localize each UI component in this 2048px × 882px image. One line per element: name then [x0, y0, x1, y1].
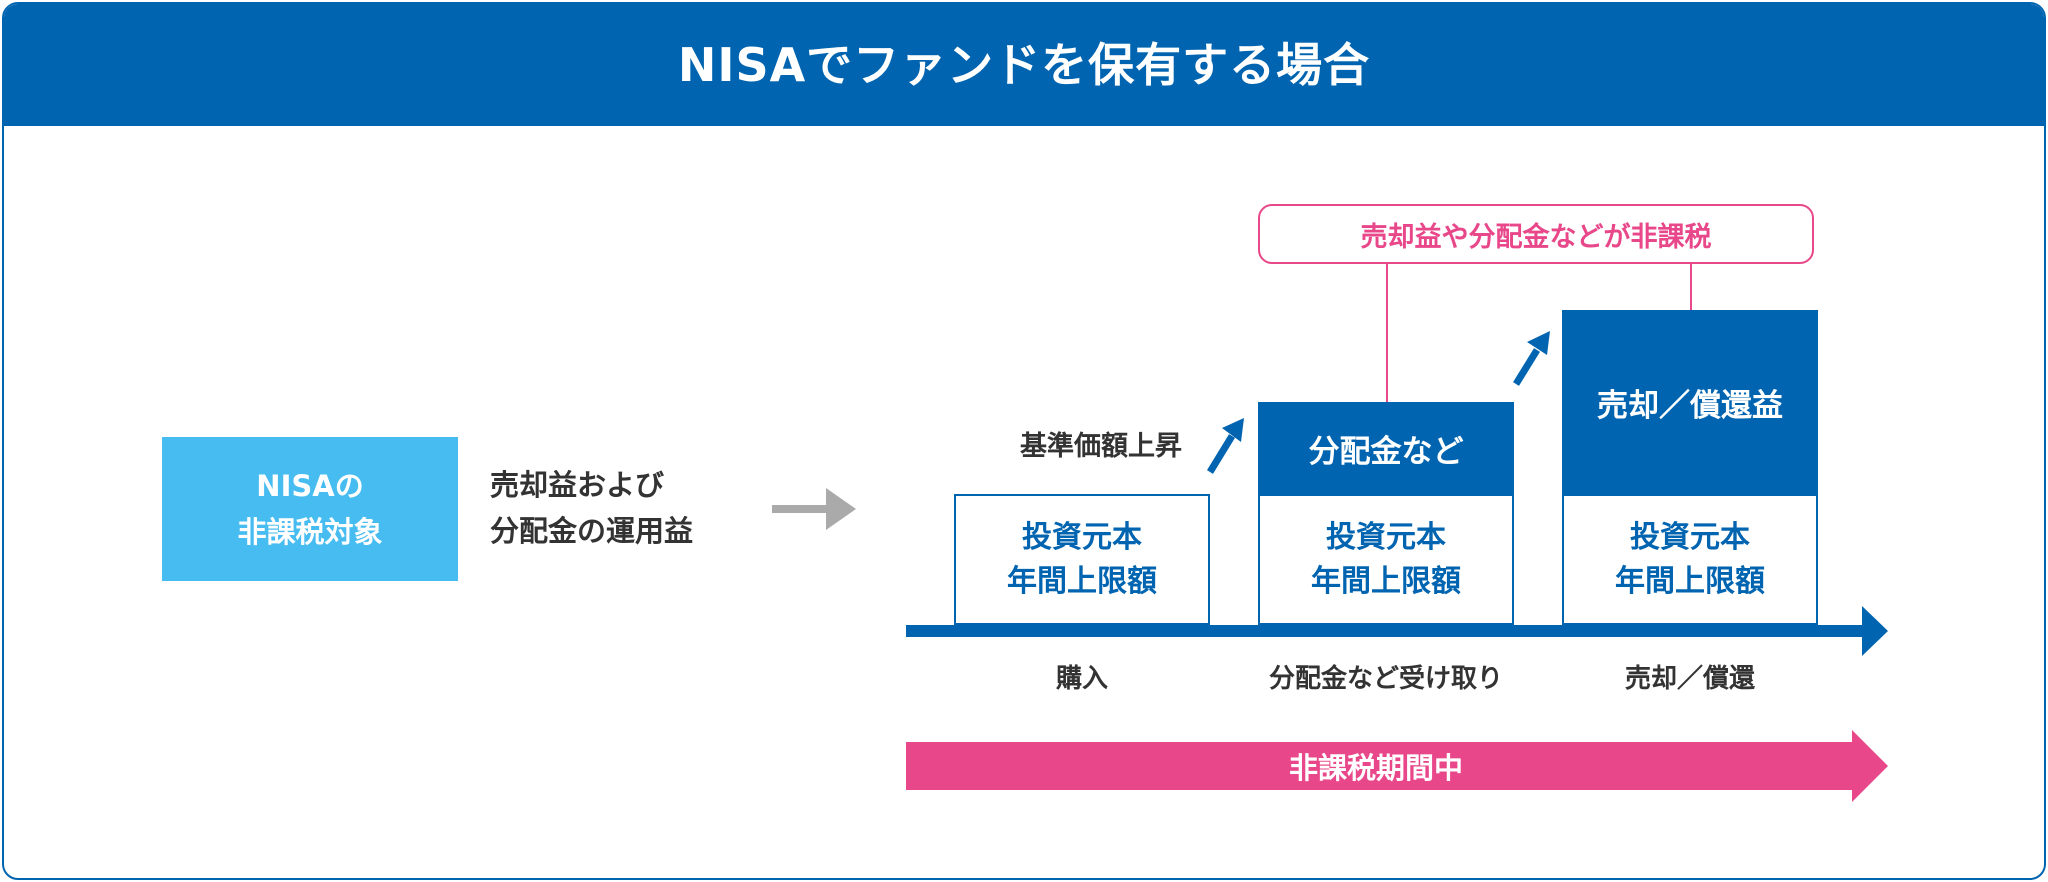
target-description: 売却益および 分配金の運用益: [490, 462, 693, 554]
target-desc-line-2: 分配金の運用益: [490, 514, 694, 548]
step-3-gain-box: 売却／償還益: [1562, 310, 1818, 494]
step-2-principal-line-1: 投資元本: [1326, 519, 1446, 555]
target-line-2: 非課税対象: [237, 515, 383, 549]
rise-arrow-2-icon: [1513, 331, 1550, 386]
tax-free-period-arrow: [906, 730, 1888, 802]
step-3-label: 売却／償還: [1624, 663, 1755, 694]
header-bar: NISAでファンドを保有する場合: [4, 4, 2044, 126]
step-1-label: 購入: [1055, 663, 1108, 694]
page-title: NISAでファンドを保有する場合: [677, 38, 1371, 92]
step-1-principal-line-1: 投資元本: [1022, 519, 1142, 555]
timeline-arrow: [906, 606, 1888, 656]
step-2-principal-line-2: 年間上限額: [1311, 563, 1461, 599]
gray-arrow-icon: [772, 488, 856, 530]
step-3-principal-box: 投資元本 年間上限額: [1562, 494, 1818, 625]
step-3-gain-label: 売却／償還益: [1597, 387, 1783, 424]
nisa-target-box: NISAの 非課税対象: [162, 437, 458, 581]
step-2-label: 分配金など受け取り: [1268, 663, 1503, 694]
step-2-principal-box: 投資元本 年間上限額: [1258, 494, 1514, 625]
step-3-principal-line-2: 年間上限額: [1615, 563, 1765, 599]
target-desc-line-1: 売却益および: [490, 468, 665, 502]
rise-arrow-1-icon: [1207, 418, 1244, 474]
step-2-gain-label: 分配金など: [1308, 433, 1464, 470]
target-line-1: NISAの: [256, 469, 364, 503]
step-1-principal-line-2: 年間上限額: [1007, 563, 1157, 599]
step-3-principal-line-1: 投資元本: [1630, 519, 1750, 555]
tax-free-callout: 売却益や分配金などが非課税: [1258, 204, 1814, 264]
rise-label: 基準価額上昇: [1020, 431, 1182, 462]
step-1-principal-box: 投資元本 年間上限額: [954, 494, 1210, 625]
tax-free-period-label: 非課税期間中: [1288, 751, 1463, 785]
step-2-gain-box: 分配金など: [1258, 402, 1514, 494]
